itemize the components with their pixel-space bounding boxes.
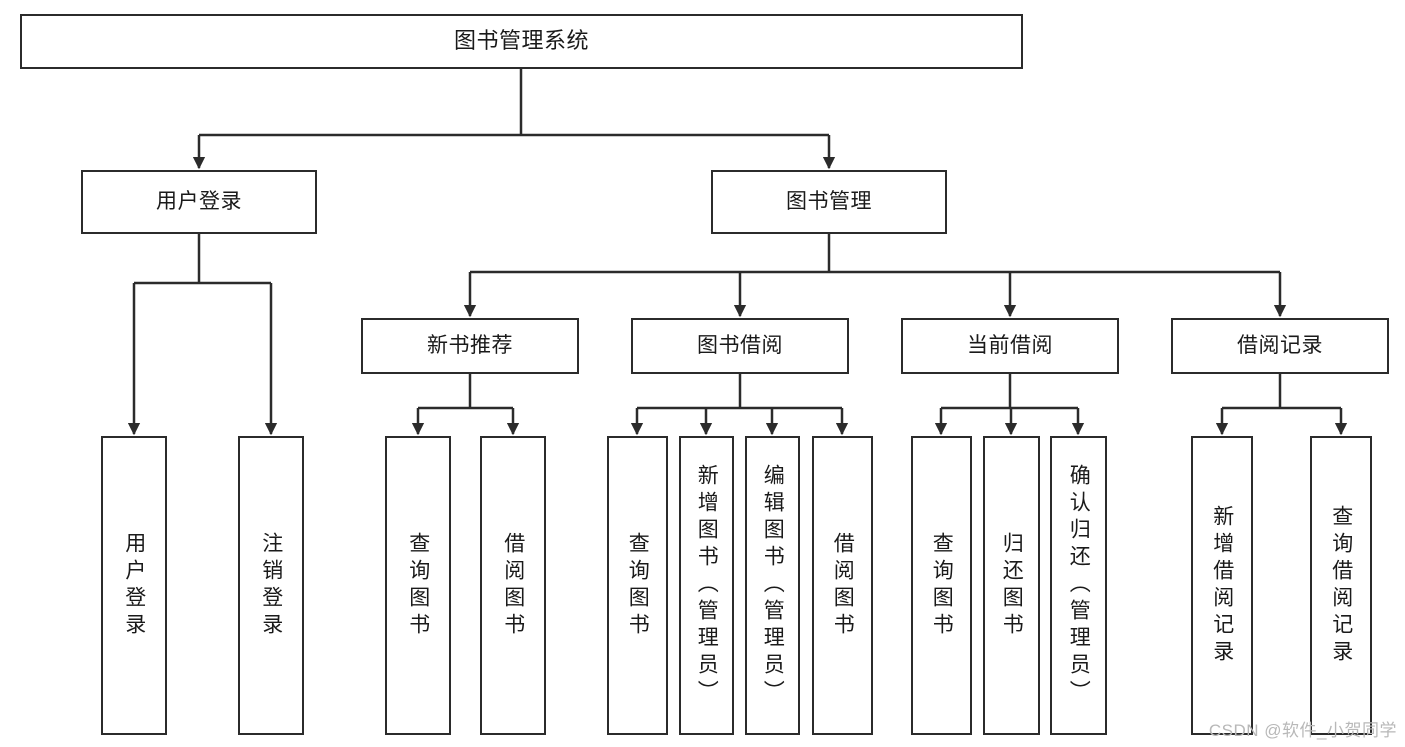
leaf-query-book-recommend[interactable]: 查询图书 (385, 436, 451, 735)
leaf-edit-book-admin[interactable]: 编辑图书（管理员） (745, 436, 800, 735)
leaf-return-book[interactable]: 归还图书 (983, 436, 1040, 735)
leaf-borrow-book[interactable]: 借阅图书 (812, 436, 873, 735)
leaf-user-login[interactable]: 用户登录 (101, 436, 167, 735)
node-new-book-recommend[interactable]: 新书推荐 (361, 318, 579, 374)
leaf-query-borrow-record[interactable]: 查询借阅记录 (1310, 436, 1372, 735)
node-root-system[interactable]: 图书管理系统 (20, 14, 1023, 69)
leaf-query-book-current[interactable]: 查询图书 (911, 436, 972, 735)
leaf-confirm-return-admin[interactable]: 确认归还（管理员） (1050, 436, 1107, 735)
csdn-watermark: CSDN @软件_小贺同学 (1208, 721, 1397, 740)
leaf-logout-login[interactable]: 注销登录 (238, 436, 304, 735)
node-book-borrow[interactable]: 图书借阅 (631, 318, 849, 374)
node-current-borrow[interactable]: 当前借阅 (901, 318, 1119, 374)
leaf-add-book-admin[interactable]: 新增图书（管理员） (679, 436, 734, 735)
node-book-manage[interactable]: 图书管理 (711, 170, 947, 234)
leaf-borrow-book-recommend[interactable]: 借阅图书 (480, 436, 546, 735)
leaf-add-borrow-record[interactable]: 新增借阅记录 (1191, 436, 1253, 735)
node-borrow-record[interactable]: 借阅记录 (1171, 318, 1389, 374)
node-user-login[interactable]: 用户登录 (81, 170, 317, 234)
leaf-query-book-borrow[interactable]: 查询图书 (607, 436, 668, 735)
